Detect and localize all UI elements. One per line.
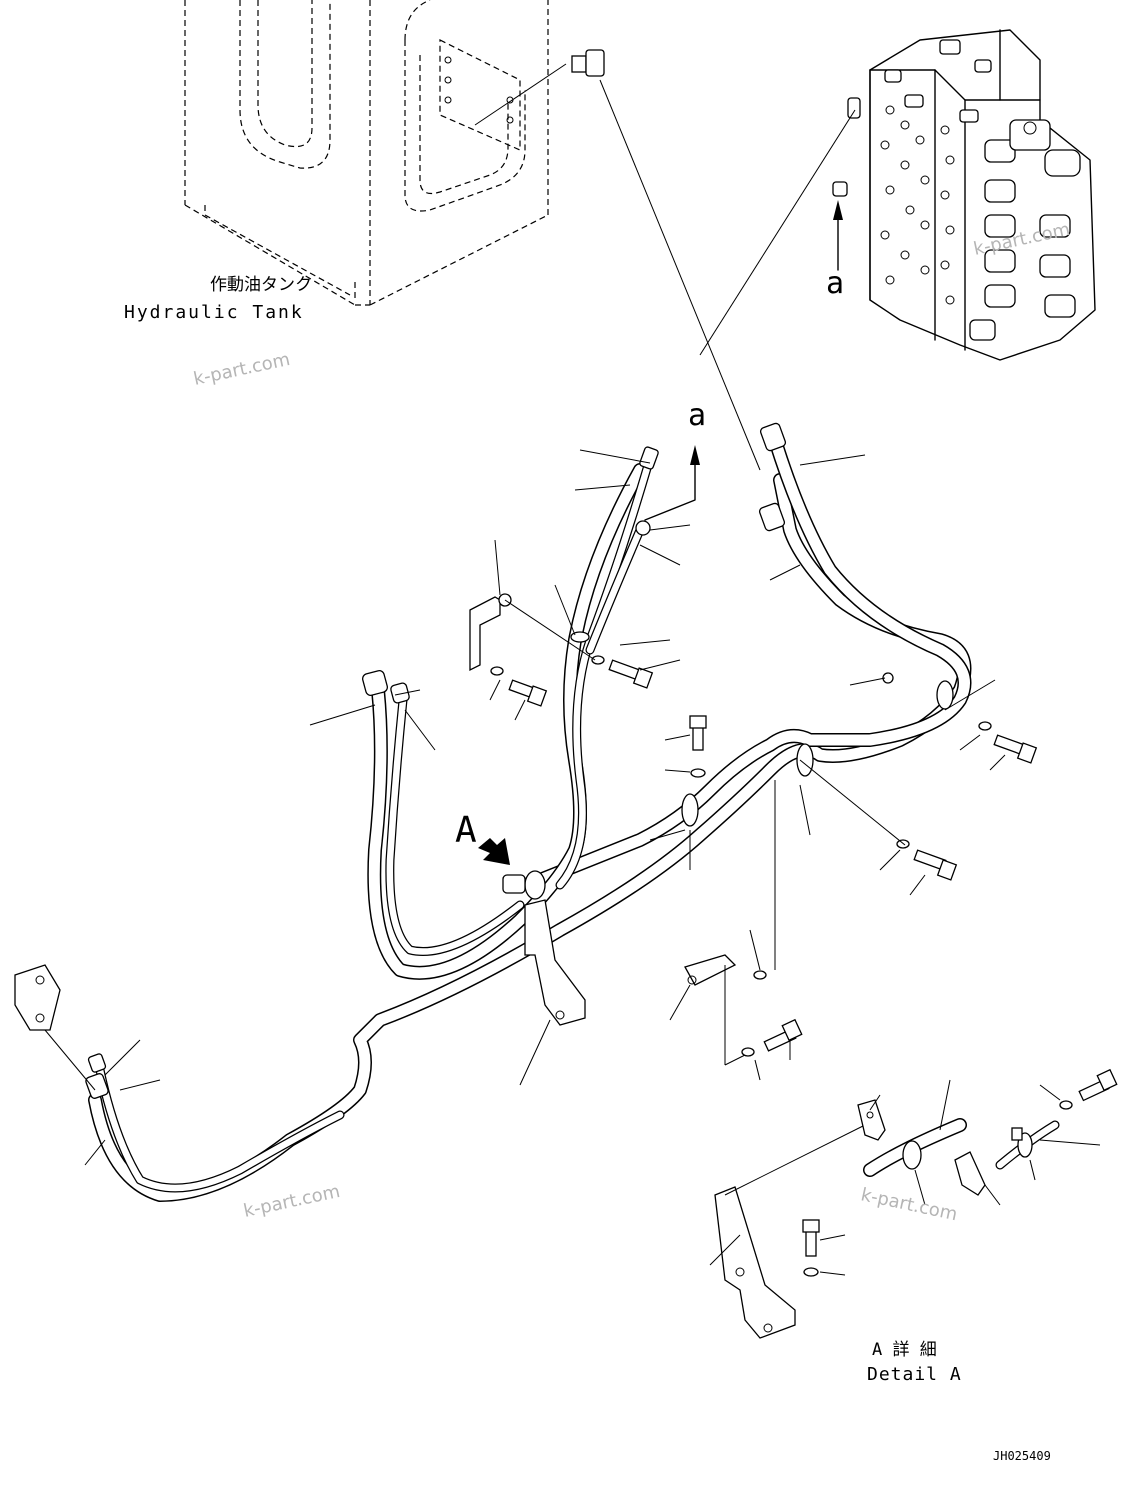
leader-tank-to-hose xyxy=(599,79,761,471)
detail-label-en: Detail A xyxy=(867,1364,962,1385)
callout-leaders xyxy=(84,449,1006,1166)
ref-arrow-a-mid xyxy=(644,445,700,521)
tank-label-en: Hydraulic Tank xyxy=(124,302,304,323)
drawing-number: JH025409 xyxy=(993,1449,1051,1463)
hose-fittings xyxy=(14,422,787,1099)
detail-label-jp: A 詳 細 xyxy=(872,1340,937,1360)
brackets xyxy=(469,593,737,1026)
hose-clamps xyxy=(502,631,954,900)
valve-spools xyxy=(884,39,1081,341)
watermark-4: k-part.com xyxy=(859,1184,959,1225)
leader-valve-to-hose xyxy=(699,109,856,356)
detail-a xyxy=(709,1068,1118,1339)
view-a-label: A xyxy=(455,810,477,851)
valve-ports xyxy=(880,105,955,305)
ref-label-a-mid: a xyxy=(688,398,706,433)
tank-label-jp: 作動油タンク xyxy=(210,275,312,295)
control-valve xyxy=(832,29,1096,361)
bolts-main xyxy=(490,599,1038,1066)
watermark-1: k-part.com xyxy=(192,349,292,390)
tank-port-fitting xyxy=(474,49,605,126)
ref-arrow-a-valve xyxy=(833,200,843,271)
hydraulic-tank xyxy=(184,0,549,306)
view-a-arrow xyxy=(478,838,510,865)
ref-label-a-valve: a xyxy=(826,266,844,301)
hose-assembly xyxy=(88,433,972,1202)
watermark-3: k-part.com xyxy=(242,1181,342,1222)
